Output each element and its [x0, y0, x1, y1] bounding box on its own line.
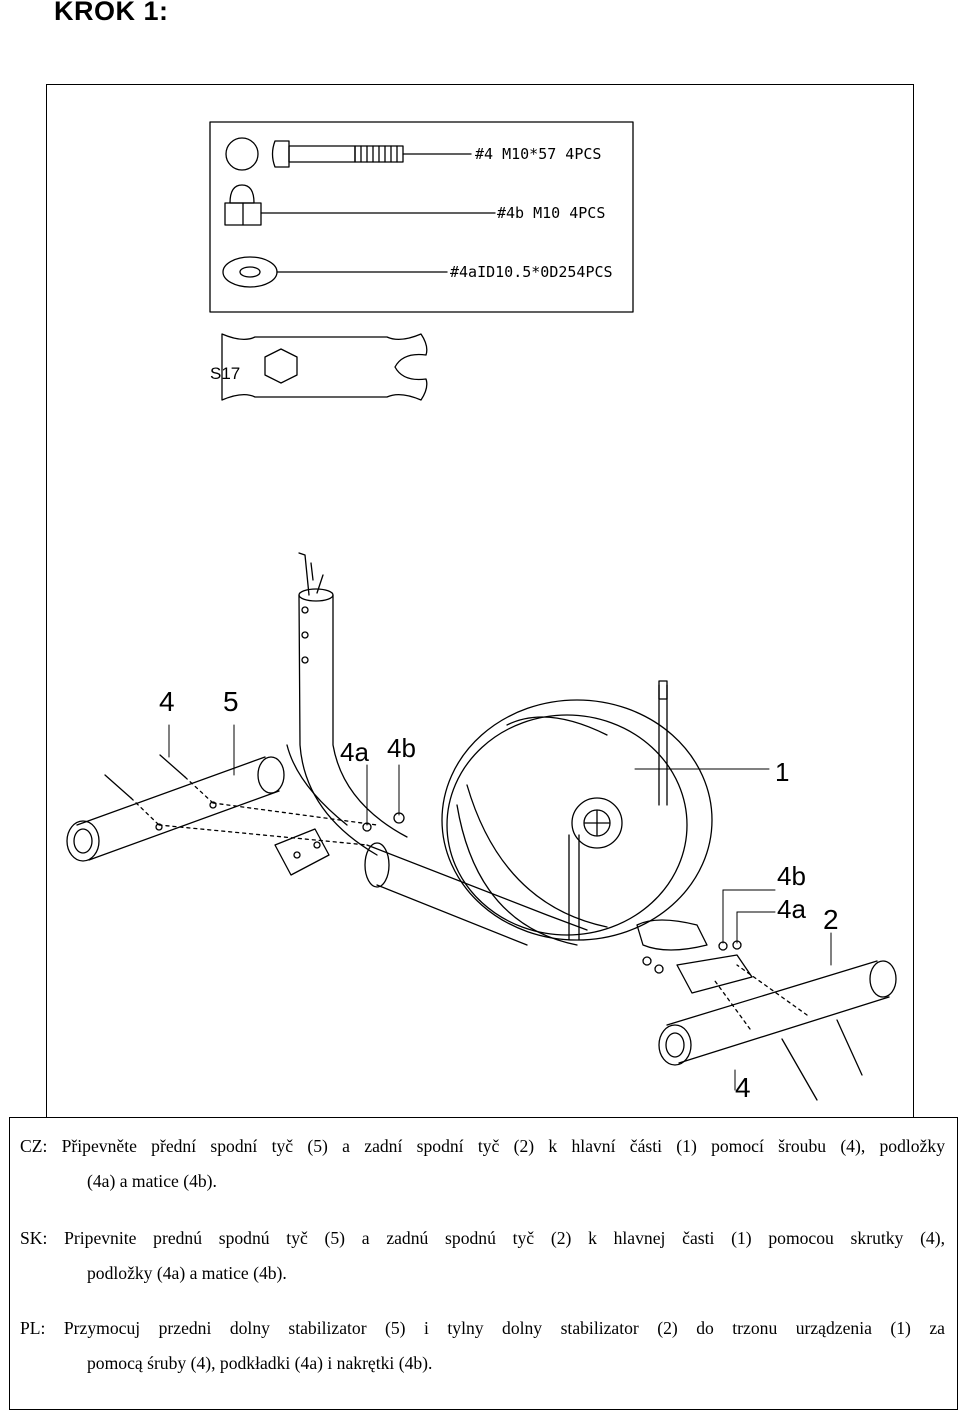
- instruction-sk: SK: Pripevnite prednú spodnú tyč (5) a z…: [20, 1228, 945, 1284]
- assembly-diagram: #4 M10*57 4PCS #4b M10 4PCS #4aID10.5*0D…: [46, 84, 914, 1118]
- part-code-4: #4 M10*57 4PCS: [475, 145, 601, 163]
- instruction-cz-line2: (4a) a matice (4b).: [87, 1171, 217, 1191]
- part-code-4a: #4aID10.5*0D254PCS: [450, 263, 613, 281]
- instruction-sk-line2: podložky (4a) a matice (4b).: [87, 1263, 287, 1283]
- washer-icon: [222, 256, 448, 288]
- step-title: KROK 1:: [54, 0, 169, 26]
- instructions-box: CZ: Připevněte přední spodní tyč (5) a z…: [9, 1117, 958, 1410]
- instruction-pl-line1: PL: Przymocuj przedni dolny stabilizator…: [20, 1318, 945, 1338]
- front-stabilizer-drawing: [66, 754, 405, 862]
- callout-4b-top: 4b: [387, 733, 416, 763]
- callout-1: 1: [775, 757, 789, 787]
- instruction-pl: PL: Przymocuj przedni dolny stabilizator…: [20, 1318, 945, 1374]
- instruction-sk-line1: SK: Pripevnite prednú spodnú tyč (5) a z…: [20, 1228, 945, 1248]
- callout-5: 5: [223, 686, 239, 717]
- callout-leaders: [168, 724, 832, 1091]
- bolt-icon: [225, 137, 472, 171]
- instruction-cz-line1: CZ: Připevněte přední spodní tyč (5) a z…: [20, 1136, 945, 1156]
- cap-nut-icon: [224, 184, 496, 226]
- callout-4a-top: 4a: [340, 737, 369, 767]
- wrench-icon: S17: [210, 333, 428, 401]
- callout-4b-right: 4b: [777, 861, 806, 891]
- part-code-4b: #4b M10 4PCS: [497, 204, 605, 222]
- rear-stabilizer-drawing: [642, 940, 897, 1101]
- instruction-cz: CZ: Připevněte přední spodní tyč (5) a z…: [20, 1136, 945, 1192]
- callout-2: 2: [823, 904, 839, 935]
- callout-4-top: 4: [159, 686, 175, 717]
- callout-labels: 4 5 4a 4b 1 4b 4a 2 4: [159, 686, 839, 1103]
- wrench-label: S17: [210, 364, 240, 383]
- main-frame-drawing: [274, 552, 753, 994]
- hardware-parts-panel: #4 M10*57 4PCS #4b M10 4PCS #4aID10.5*0D…: [209, 121, 634, 313]
- callout-4a-right: 4a: [777, 894, 806, 924]
- callout-4-bottom: 4: [735, 1072, 751, 1103]
- instruction-pl-line2: pomocą śruby (4), podkładki (4a) i nakrę…: [87, 1353, 433, 1373]
